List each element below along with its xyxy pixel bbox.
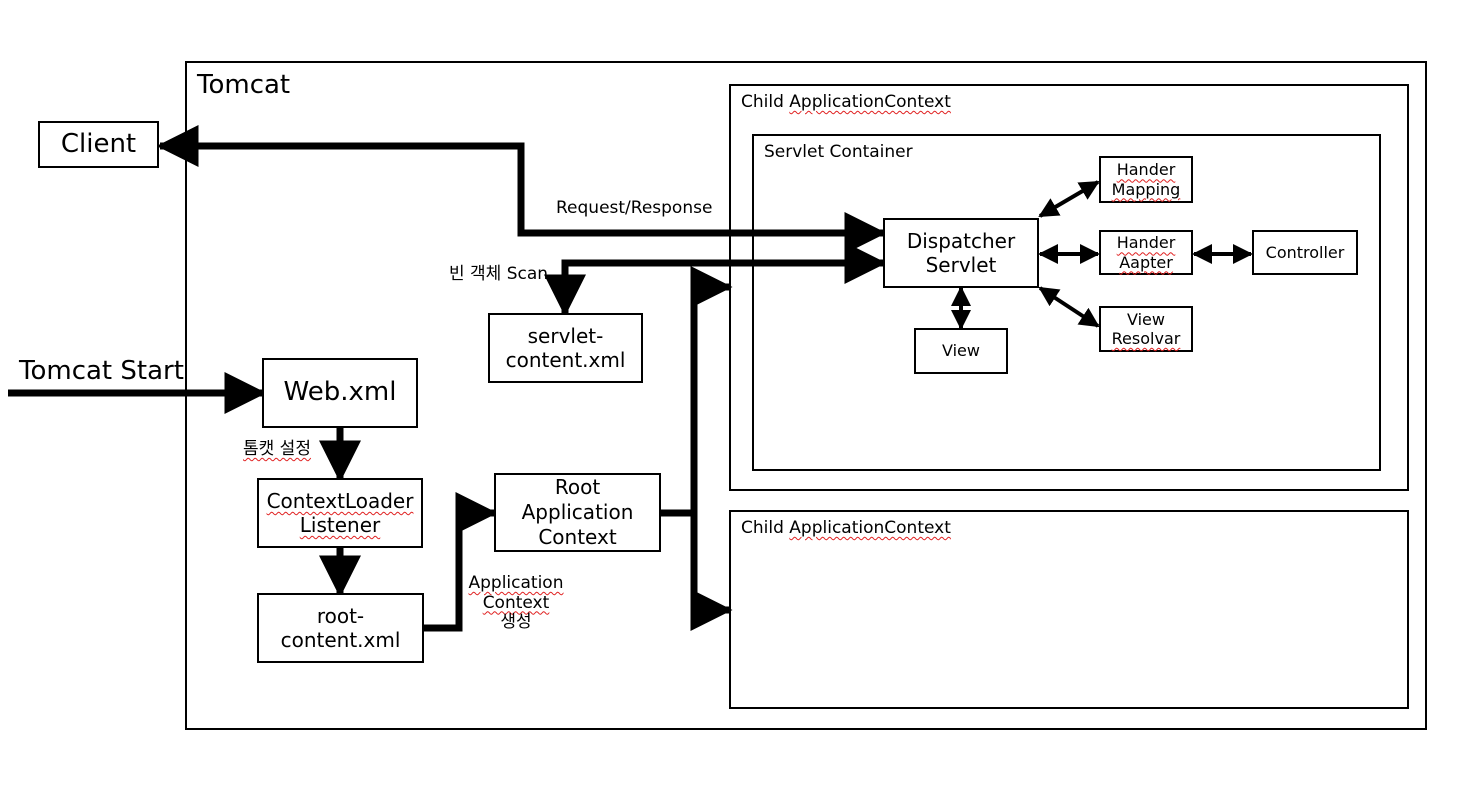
bean-scan-line xyxy=(544,242,887,317)
tomcat-config-label: 톰캣 설정 xyxy=(243,439,311,459)
root-application-context-line3: Context xyxy=(538,525,617,549)
root-content-xml-box: root- content.xml xyxy=(257,593,424,663)
view-box: View xyxy=(914,328,1008,374)
servlet-container-title: Servlet Container xyxy=(764,142,913,162)
request-response-label: Request/Response xyxy=(556,198,713,218)
bean-scan-label: 빈 객체 Scan xyxy=(449,264,549,284)
dispatcher-servlet-line2: Servlet xyxy=(925,253,997,277)
root-application-context-line1: Root xyxy=(554,475,601,499)
context-loader-listener-line1: ContextLoader xyxy=(266,489,414,513)
handler-mapping-line1: Hander xyxy=(1116,160,1176,180)
handler-adapter-line2: Aapter xyxy=(1119,252,1173,272)
context-loader-listener-line2: Listener xyxy=(299,513,381,537)
root-to-child-bottom-arrow xyxy=(690,513,733,631)
servlet-content-xml-box: servlet- content.xml xyxy=(488,313,643,383)
dispatcher-servlet-line1: Dispatcher xyxy=(906,229,1016,253)
dispatcher-servlet-box: Dispatcher Servlet xyxy=(883,218,1039,288)
client-label: Client xyxy=(60,128,137,159)
handler-mapping-line2: Mapping xyxy=(1111,179,1181,199)
view-resolver-box: View Resolvar xyxy=(1099,306,1193,352)
root-application-context-box: Root Application Context xyxy=(494,473,661,552)
servlet-content-xml-line1: servlet- xyxy=(527,324,604,348)
tomcat-title: Tomcat xyxy=(197,70,291,100)
controller-label: Controller xyxy=(1265,242,1345,262)
view-resolver-line1: View xyxy=(1127,309,1165,329)
child-application-context-bottom-title: Child ApplicationContext xyxy=(741,518,951,538)
web-xml-box: Web.xml xyxy=(262,358,418,428)
view-label: View xyxy=(942,341,980,361)
root-application-context-line2: Application xyxy=(521,500,634,524)
controller-box: Controller xyxy=(1252,230,1358,275)
dispatcher-view-resolver-arrow xyxy=(1038,286,1100,328)
dispatcher-handler-mapping-arrow xyxy=(1038,180,1100,218)
handler-adapter-line1: Hander xyxy=(1116,233,1176,253)
root-content-to-root-context-arrow xyxy=(424,492,498,632)
servlet-content-xml-line2: content.xml xyxy=(505,348,626,372)
handler-adapter-box: Hander Aapter xyxy=(1099,230,1193,275)
view-resolver-line2: Resolvar xyxy=(1111,329,1181,348)
application-context-create-label: Application Context 생성 xyxy=(468,573,564,633)
tomcat-start-label: Tomcat Start xyxy=(19,356,184,386)
web-xml-label: Web.xml xyxy=(283,377,397,408)
request-response-line xyxy=(156,125,883,237)
root-content-xml-line2: content.xml xyxy=(280,628,401,652)
child-application-context-top-title: Child ApplicationContext xyxy=(741,92,951,112)
root-content-xml-line1: root- xyxy=(316,604,365,628)
context-loader-listener-box: ContextLoader Listener xyxy=(257,478,423,548)
root-to-child-top-arrow xyxy=(690,266,733,513)
client-box: Client xyxy=(38,121,159,168)
handler-mapping-box: Hander Mapping xyxy=(1099,156,1193,203)
